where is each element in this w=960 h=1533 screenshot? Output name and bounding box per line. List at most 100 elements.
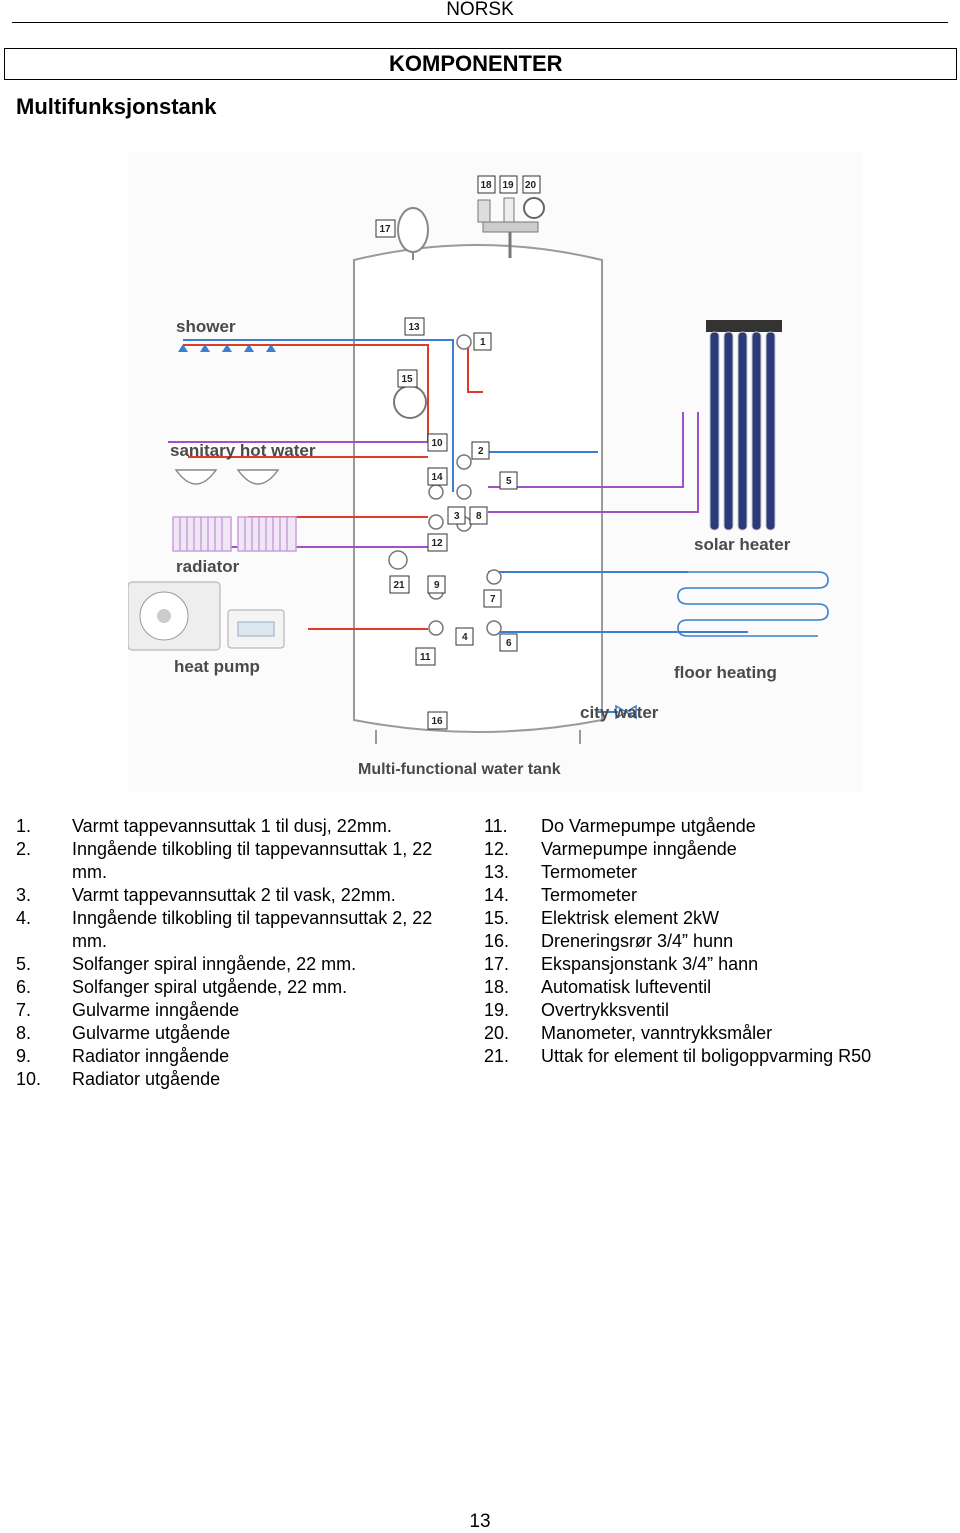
item-number: 8. <box>16 1023 32 1043</box>
list-item: 14. Termometer <box>484 884 954 907</box>
city-water-label: city water <box>580 703 659 722</box>
radiator-icon <box>172 516 297 552</box>
floor-heating-icon <box>677 571 829 637</box>
marker-16: 16 <box>432 716 444 727</box>
item-text: Manometer, vanntrykksmåler <box>541 1023 773 1043</box>
item-number: 9. <box>16 1046 32 1066</box>
city-water-valve-icon <box>615 704 637 720</box>
tank-diagram: 18 19 20 17 13 1 15 10 2 14 5 3 8 12 21 … <box>128 152 863 792</box>
shower-icon <box>178 344 276 352</box>
item-text: Dreneringsrør 3/4” hunn <box>541 931 734 951</box>
item-text: Inngående tilkobling til tappevannsuttak… <box>72 908 433 951</box>
item-number: 12. <box>484 839 510 859</box>
component-list-left: 1. Varmt tappevannsuttak 1 til dusj, 22mm… <box>16 815 456 1091</box>
list-item: 6. Solfanger spiral utgående, 22 mm. <box>16 976 456 999</box>
item-number: 14. <box>484 885 510 905</box>
item-number: 1. <box>16 816 32 836</box>
floor-heating-label: floor heating <box>674 663 777 682</box>
marker-8: 8 <box>476 511 482 522</box>
item-number: 16. <box>484 931 510 951</box>
item-number: 3. <box>16 885 32 905</box>
item-text: Gulvarme inngående <box>72 1000 240 1020</box>
item-text: Solfanger spiral utgående, 22 mm. <box>72 977 348 997</box>
marker-13: 13 <box>409 322 421 333</box>
item-number: 5. <box>16 954 32 974</box>
valve-assembly-icon <box>477 197 545 258</box>
item-text: Varmt tappevannsuttak 1 til dusj, 22mm. <box>72 816 392 836</box>
list-item: 21. Uttak for element til boligoppvarming… <box>484 1045 954 1068</box>
marker-10: 10 <box>432 438 444 449</box>
solar-heater-label: solar heater <box>694 535 791 554</box>
sanitary-hot-water-label: sanitary hot water <box>170 441 316 460</box>
marker-12: 12 <box>432 538 444 549</box>
language-label: NORSK <box>446 0 514 20</box>
marker-7: 7 <box>490 594 496 605</box>
item-text: Uttak for element til boligoppvarming R5… <box>541 1046 872 1066</box>
list-item: 10.Radiator utgående <box>16 1068 456 1091</box>
heat-pump-icon <box>128 581 285 651</box>
marker-3: 3 <box>454 511 460 522</box>
expansion-tank-icon <box>397 207 429 260</box>
item-text: Varmepumpe inngående <box>541 839 737 859</box>
item-text: Termometer <box>541 862 638 882</box>
list-item: 12. Varmepumpe inngående <box>484 838 954 861</box>
tank-ports <box>388 334 502 636</box>
electric-element-icon <box>393 385 427 419</box>
page-number: 13 <box>469 1511 491 1532</box>
marker-18: 18 <box>481 180 493 191</box>
item-number: 6. <box>16 977 32 997</box>
item-text: Radiator utgående <box>72 1069 221 1089</box>
marker-4: 4 <box>462 632 468 643</box>
item-number: 20. <box>484 1023 510 1043</box>
list-item: 19. Overtrykksventil <box>484 999 954 1022</box>
list-item: 15.Elektrisk element 2kW <box>484 907 954 930</box>
component-list-right: 11. Do Varmepumpe utgående 12. Varmepumpe … <box>484 815 954 1068</box>
list-item: 7.Gulvarme inngående <box>16 999 456 1022</box>
item-text: Gulvarme utgående <box>72 1023 231 1043</box>
list-item: 18.Automatisk lufteventil <box>484 976 954 999</box>
item-number: 4. <box>16 908 32 928</box>
marker-5: 5 <box>506 476 512 487</box>
list-item: 3.Varmt tappevannsuttak 2 til vask, 22mm… <box>16 884 456 907</box>
section-header-box: KOMPONENTER <box>4 48 957 80</box>
marker-21: 21 <box>394 580 406 591</box>
item-text: Radiator inngående <box>72 1046 230 1066</box>
list-item: 9. Radiator inngående <box>16 1045 456 1068</box>
water-tank <box>353 244 603 744</box>
item-text: Overtrykksventil <box>541 1000 670 1020</box>
marker-6: 6 <box>506 638 512 649</box>
item-number: 15. <box>484 908 510 928</box>
list-item: 4. Inngående tilkobling til tappevannsutt… <box>16 907 456 953</box>
item-text: Do Varmepumpe utgående <box>541 816 756 836</box>
item-number: 2. <box>16 839 32 859</box>
solar-heater-icon <box>706 320 782 531</box>
list-item: 13. Termometer <box>484 861 954 884</box>
list-item: 8. Gulvarme utgående <box>16 1022 456 1045</box>
header-rule <box>12 22 948 23</box>
marker-2: 2 <box>478 446 484 457</box>
item-number: 13. <box>484 862 510 882</box>
item-number: 11. <box>484 816 508 836</box>
list-item: 11. Do Varmepumpe utgående <box>484 815 954 838</box>
marker-17: 17 <box>380 224 392 235</box>
item-text: Inngående tilkobling til tappevannsuttak… <box>72 839 433 882</box>
sink-icon <box>174 469 280 485</box>
page-heading: Multifunksjonstank <box>16 94 217 119</box>
item-text: Solfanger spiral inngående, 22 mm. <box>72 954 357 974</box>
marker-20: 20 <box>525 180 537 191</box>
list-item: 1. Varmt tappevannsuttak 1 til dusj, 22mm… <box>16 815 456 838</box>
heat-pump-label: heat pump <box>174 657 260 676</box>
tank-caption: Multi-functional water tank <box>358 761 561 778</box>
item-number: 19. <box>484 1000 510 1020</box>
marker-14: 14 <box>432 472 444 483</box>
list-item: 5. Solfanger spiral inngående, 22 mm. <box>16 953 456 976</box>
item-text: Ekspansjonstank 3/4” hann <box>541 954 759 974</box>
item-number: 21. <box>484 1046 510 1066</box>
item-text: Automatisk lufteventil <box>541 977 712 997</box>
list-item: 17.Ekspansjonstank 3/4” hann <box>484 953 954 976</box>
list-item: 20. Manometer, vanntrykksmåler <box>484 1022 954 1045</box>
shower-label: shower <box>176 317 236 336</box>
radiator-label: radiator <box>176 557 240 576</box>
item-text: Termometer <box>541 885 638 905</box>
number-marker: 18 19 20 17 13 1 15 10 2 14 5 3 8 12 21 … <box>375 175 541 730</box>
